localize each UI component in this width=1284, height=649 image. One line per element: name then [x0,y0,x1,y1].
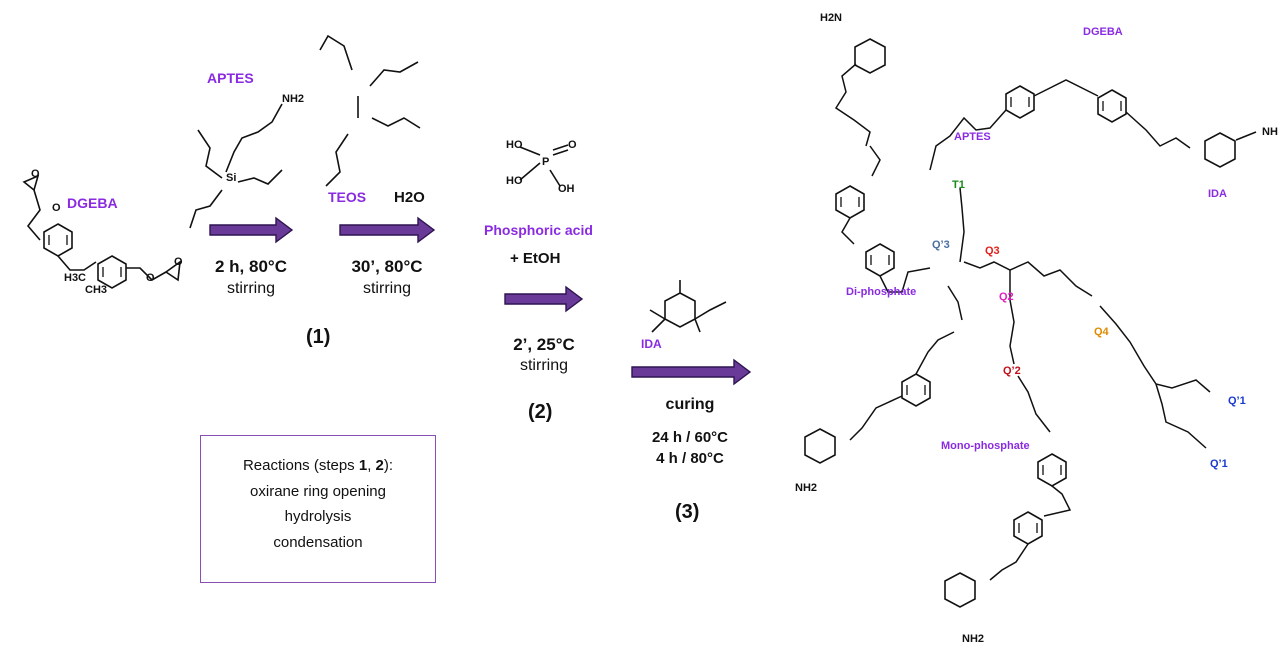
network-ida-label: IDA [1208,188,1227,200]
reactions-box: Reactions (steps 1, 2): oxirane ring ope… [200,435,436,583]
step1b-mode: stirring [362,280,411,297]
di-phosphate-label: Di-phosphate [846,286,917,298]
step2-mode: stirring [519,357,568,374]
q4-tag: Q4 [1094,326,1109,338]
arrow-step1a [209,216,294,244]
reaction-item: hydrolysis [284,508,352,525]
amine-label: NH2 [962,633,985,645]
q2p-tag: Q’2 [1003,365,1021,377]
oxygen-atom: O [174,256,183,268]
oxygen-atom: O [52,202,61,214]
amine-label: NH2 [795,482,818,494]
aptes-molecule [189,103,283,229]
arrow-step3 [631,358,752,386]
q1p-tag-lower: Q’1 [1210,458,1228,470]
reactions-title: Reactions (steps 1, 2): [242,457,394,474]
mono-phosphate-label: Mono-phosphate [941,440,1030,452]
hydroxyl-label: HO [506,175,523,187]
phosphorus-atom: P [542,156,550,168]
step2-label: (2) [528,401,553,423]
reaction-item: condensation [273,533,363,551]
arrow-step2 [504,285,584,313]
reaction-item: oxirane ring opening [250,482,386,500]
step3-time2: 4 h / 80°C [656,450,724,467]
phosphoric-acid-label: Phosphoric acid [484,222,593,238]
step2-time: 2’, 25°C [513,335,575,354]
amine-label: NH2 [282,93,305,105]
step3-curing: curing [665,396,715,413]
hydroxyl-label: OH [558,183,575,195]
q3p-tag: Q’3 [932,239,950,251]
network-aptes-label: APTES [954,131,991,143]
oxygen-atom: O [146,272,155,284]
step1-label: (1) [306,326,331,348]
step1b-time: 30’, 80°C [351,257,423,276]
methyl-label: H3C [64,272,87,284]
dgeba-label: DGEBA [67,195,118,211]
step1a-mode: stirring [226,280,275,297]
step1a-time: 2 h, 80°C [215,257,287,276]
amine-label: H2N [820,12,843,24]
arrows [209,216,752,386]
t1-tag: T1 [952,179,965,191]
ida-molecule [649,280,727,333]
step3-label: (3) [675,501,700,523]
q3-tag: Q3 [985,245,1000,257]
oxygen-atom: O [568,139,577,151]
dgeba-molecule [22,174,181,289]
network-structure [804,38,1257,608]
phosphoric-acid-molecule [519,144,569,187]
methyl-label: CH3 [85,284,108,296]
arrow-step1b [339,216,436,244]
water-label: H2O [394,189,425,206]
ida-label: IDA [641,337,662,351]
step3-time1: 24 h / 60°C [651,429,729,446]
network-dgeba-label: DGEBA [1083,26,1123,38]
oxygen-atom: O [31,168,40,180]
hydroxyl-label: HO [506,139,523,151]
amine-label: NH [1262,126,1278,138]
teos-label: TEOS [328,189,367,205]
q2-tag: Q2 [999,291,1014,303]
ethanol-label: + EtOH [510,250,561,267]
aptes-label: APTES [207,70,254,86]
teos-molecule [319,34,421,187]
q1p-tag-upper: Q’1 [1228,395,1246,407]
silicon-atom: Si [226,172,237,184]
